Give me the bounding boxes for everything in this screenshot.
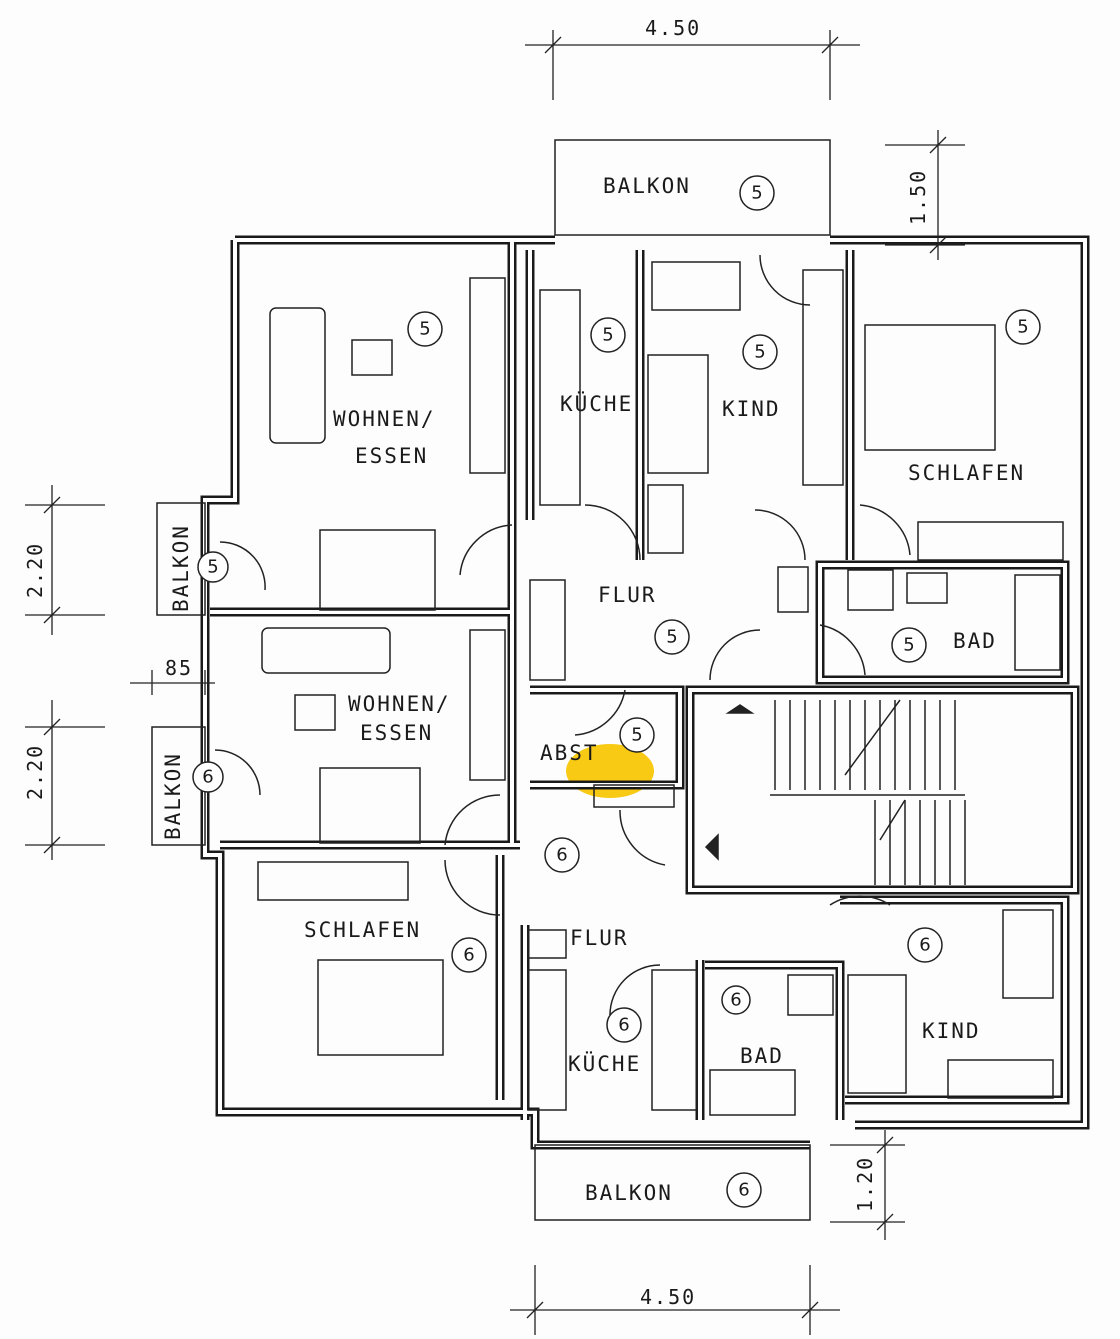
staircase [704, 699, 966, 885]
unit-marker: 6 [726, 1172, 762, 1208]
room-label-balkon-6-left: BALKON [161, 752, 185, 840]
unit-number: 6 [738, 1180, 749, 1201]
unit-number: 5 [419, 319, 430, 340]
room-label-kind-6: KIND [922, 1019, 981, 1043]
room-label-bad-5: BAD [953, 629, 997, 653]
unit-marker: 5 [654, 619, 690, 655]
dim-bottom-width: 4.50 [640, 1285, 696, 1309]
room-label-kueche-6: KÜCHE [568, 1051, 641, 1076]
unit-marker: 5 [619, 717, 655, 753]
unit-number: 5 [751, 183, 762, 204]
room-label-essen-6: ESSEN [360, 721, 433, 745]
room-label-flur-5: FLUR [598, 583, 657, 607]
unit-number: 6 [618, 1015, 629, 1036]
unit-marker: 6 [907, 927, 943, 963]
unit-marker: 5 [197, 551, 229, 583]
unit-marker: 6 [606, 1007, 642, 1043]
dim-left-offset: 85 [165, 656, 193, 680]
unit-marker: 6 [192, 761, 224, 793]
dim-top-width: 4.50 [645, 16, 701, 40]
doors [214, 254, 911, 1016]
unit-number: 5 [754, 342, 765, 363]
dim-bottom-balcony-depth: 1.20 [853, 1156, 877, 1212]
room-label-balkon-5: BALKON [603, 174, 691, 198]
unit-marker: 5 [891, 627, 927, 663]
unit-number: 6 [556, 845, 567, 866]
room-label-bad-6: BAD [740, 1044, 784, 1068]
room-label-flur-6: FLUR [570, 926, 629, 950]
dimension-lines [25, 30, 965, 1335]
unit-number: 5 [631, 725, 642, 746]
room-label-kueche-5: KÜCHE [560, 391, 633, 416]
furniture [257, 261, 1064, 1116]
room-label-schlafen-5: SCHLAFEN [908, 461, 1025, 485]
unit-marker: 5 [1005, 309, 1041, 345]
unit-marker: 5 [407, 311, 443, 347]
room-label-essen-5: ESSEN [355, 444, 428, 468]
room-label-wohnen-6: WOHNEN/ [348, 692, 451, 716]
unit-number: 5 [602, 325, 613, 346]
unit-marker: 5 [742, 334, 778, 370]
room-label-balkon-5-left: BALKON [169, 524, 193, 612]
unit-number: 6 [202, 767, 213, 788]
room-label-kind-5: KIND [722, 397, 781, 421]
unit-marker: 5 [590, 317, 626, 353]
unit-number: 5 [1017, 317, 1028, 338]
unit-marker: 6 [451, 937, 487, 973]
unit-number: 6 [919, 935, 930, 956]
unit-markers: 5 5 5 5 5 5 5 5 5 6 6 6 6 6 6 6 [192, 175, 1041, 1208]
unit-marker: 5 [739, 175, 775, 211]
unit-number: 5 [903, 635, 914, 656]
unit-marker: 6 [721, 985, 751, 1015]
room-label-wohnen-5: WOHNEN/ [333, 407, 436, 431]
room-label-schlafen-6: SCHLAFEN [304, 918, 421, 942]
unit-marker: 6 [544, 837, 580, 873]
unit-number: 5 [666, 627, 677, 648]
unit-number: 6 [463, 945, 474, 966]
dim-left-balcony-lower: 2.20 [23, 744, 47, 800]
room-label-abst: ABST [540, 741, 599, 765]
room-label-balkon-6: BALKON [585, 1181, 673, 1205]
dim-top-balcony-depth: 1.50 [906, 169, 930, 225]
unit-number: 6 [730, 990, 741, 1011]
unit-number: 5 [207, 557, 218, 578]
dim-left-balcony-upper: 2.20 [23, 542, 47, 598]
